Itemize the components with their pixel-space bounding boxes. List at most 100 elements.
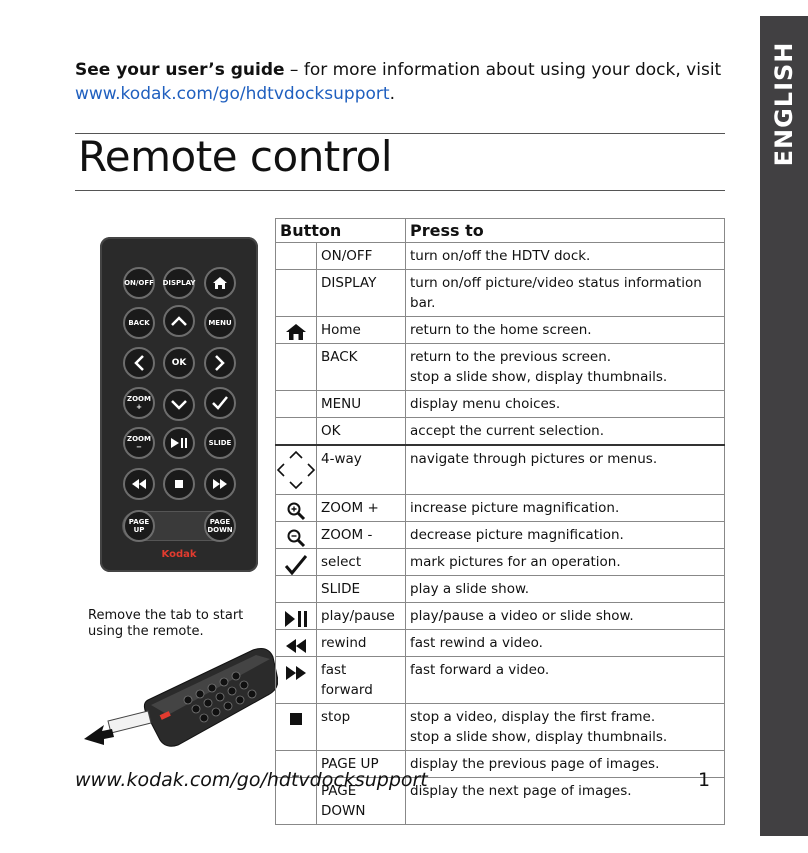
- row-description: turn on/off the HDTV dock.: [405, 242, 725, 270]
- row-icon-cell: [275, 494, 317, 522]
- row-icon-cell: [275, 548, 317, 576]
- row-description: mark pictures for an operation.: [405, 548, 725, 576]
- language-tab: ENGLISH: [760, 16, 808, 836]
- home-icon: [213, 277, 227, 289]
- description-line: increase picture magnification.: [410, 500, 620, 516]
- row-button-name: ZOOM -: [316, 521, 406, 549]
- guide-end: .: [389, 84, 395, 104]
- rewind-icon: [132, 479, 146, 489]
- description-line: play a slide show.: [410, 581, 530, 597]
- header-press: Press to: [405, 218, 725, 243]
- chevron-right-icon: [215, 355, 225, 371]
- remote-zoom-out-button: ZOOM −: [123, 427, 155, 459]
- row-description: increase picture magnification.: [405, 494, 725, 522]
- description-line: mark pictures for an operation.: [410, 554, 621, 570]
- remote-ok-button: OK: [163, 347, 195, 379]
- remote-right-button: [204, 347, 236, 379]
- description-line: accept the current selection.: [410, 423, 604, 439]
- remote-down-button: [163, 389, 195, 421]
- remote-slide-button: SLIDE: [204, 427, 236, 459]
- description-line: fast forward a video.: [410, 662, 550, 678]
- row-button-name: fast forward: [316, 656, 406, 704]
- row-button-name: Home: [316, 316, 406, 344]
- row-icon-cell: [275, 390, 317, 418]
- remote-onoff-button: ON/OFF: [123, 267, 155, 299]
- row-description: play/pause a video or slide show.: [405, 602, 725, 630]
- row-icon-cell: [275, 417, 317, 446]
- row-icon-cell: [275, 777, 317, 825]
- stop-icon: [175, 480, 183, 488]
- fast-forward-icon: [276, 659, 316, 681]
- rewind-icon: [276, 632, 316, 654]
- remote-page-down-button: PAGE DOWN: [204, 510, 236, 542]
- play-pause-icon: [276, 605, 316, 628]
- chevron-down-icon: [171, 400, 187, 410]
- row-icon-cell: [275, 629, 317, 657]
- guide-note: See your user’s guide – for more informa…: [75, 58, 735, 106]
- description-line: turn on/off the HDTV dock.: [410, 248, 591, 264]
- row-description: decrease picture magnification.: [405, 521, 725, 549]
- description-line: return to the home screen.: [410, 322, 592, 338]
- row-icon-cell: [275, 656, 317, 704]
- row-description: return to the home screen.: [405, 316, 725, 344]
- description-line: display the previous page of images.: [410, 756, 660, 772]
- chevron-up-icon: [171, 316, 187, 326]
- description-line: turn on/off picture/video status informa…: [410, 275, 702, 311]
- row-button-name: MENU: [316, 390, 406, 418]
- description-line: stop a video, display the first frame.: [410, 709, 656, 725]
- row-description: turn on/off picture/video status informa…: [405, 269, 725, 317]
- row-description: accept the current selection.: [405, 417, 725, 446]
- row-description: return to the previous screen.stop a sli…: [405, 343, 725, 391]
- remote-back-button: BACK: [123, 307, 155, 339]
- description-line: stop a slide show, display thumbnails.: [410, 729, 668, 745]
- row-icon-cell: [275, 602, 317, 630]
- remote-rewind-button: [123, 468, 155, 500]
- row-button-name: DISPLAY: [316, 269, 406, 317]
- row-button-name: stop: [316, 703, 406, 751]
- checkmark-icon: [212, 396, 228, 410]
- remote-page-up-button: PAGE UP: [123, 510, 155, 542]
- row-description: display the previous page of images.: [405, 750, 725, 778]
- row-button-name: SLIDE: [316, 575, 406, 603]
- guide-text: – for more information about using your …: [284, 60, 722, 80]
- page-title: Remote control: [78, 132, 393, 181]
- row-icon-cell: [275, 242, 317, 270]
- description-line: play/pause a video or slide show.: [410, 608, 634, 624]
- header-button: Button: [275, 218, 406, 243]
- title-rule-top: [75, 133, 725, 134]
- row-button-name: play/pause: [316, 602, 406, 630]
- remote-caption: Remove the tab to start using the remote…: [88, 608, 244, 639]
- description-line: display the next page of images.: [410, 783, 632, 799]
- row-icon-cell: [275, 575, 317, 603]
- support-link[interactable]: www.kodak.com/go/hdtvdocksupport: [75, 84, 390, 104]
- page-number: 1: [698, 769, 711, 791]
- description-line: stop a slide show, display thumbnails.: [410, 369, 668, 385]
- remote-stop-button: [163, 468, 195, 500]
- remote-illustration: ON/OFF DISPLAY BACK MENU OK ZOOM + ZOOM …: [100, 237, 258, 572]
- remote-home-button: [204, 267, 236, 299]
- language-label: ENGLISH: [770, 41, 798, 167]
- row-description: play a slide show.: [405, 575, 725, 603]
- zoom-in-icon: [276, 497, 316, 521]
- row-icon-cell: [275, 269, 317, 317]
- row-button-name: PAGE DOWN: [316, 777, 406, 825]
- description-line: navigate through pictures or menus.: [410, 451, 658, 467]
- remote-select-button: [204, 387, 236, 419]
- guide-bold: See your user’s guide: [75, 60, 285, 80]
- row-description: stop a video, display the first frame. st…: [405, 703, 725, 751]
- description-line: display menu choices.: [410, 396, 561, 412]
- row-description: display menu choices.: [405, 390, 725, 418]
- row-description: display the next page of images.: [405, 777, 725, 825]
- row-description: navigate through pictures or menus.: [405, 444, 725, 495]
